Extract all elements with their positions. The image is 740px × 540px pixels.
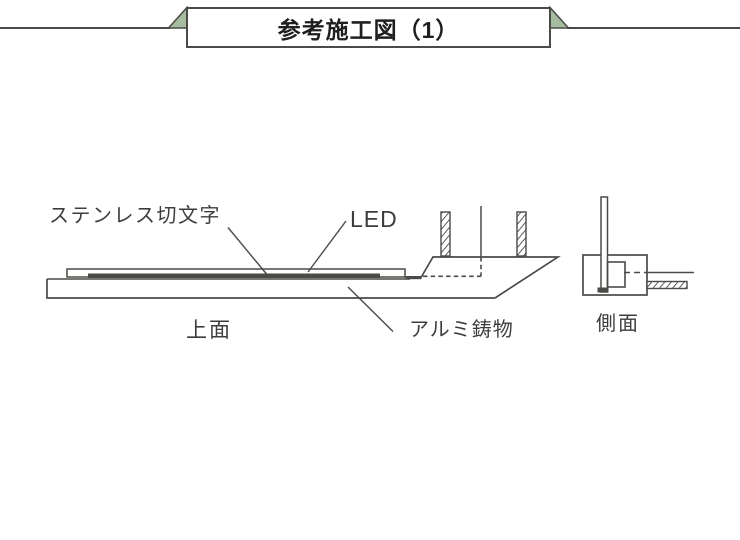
leader-stainless — [227, 227, 268, 275]
caption-top-view: 上面 — [186, 319, 232, 342]
top-view-drawing — [46, 206, 561, 332]
top-view-step-lip — [405, 276, 422, 280]
label-stainless-letters: ステンレス切文字 — [49, 205, 221, 227]
top-view-stud-right — [516, 211, 527, 257]
ribbon-fold-left — [166, 5, 188, 29]
leader-aluminum — [347, 286, 394, 332]
caption-side-view: 側面 — [596, 313, 640, 335]
side-view-anchor-bolt — [646, 280, 688, 290]
ribbon-fold-right — [549, 5, 571, 29]
top-view-wedge-end — [420, 256, 561, 299]
top-view-stud-left — [440, 211, 451, 257]
title-ribbon — [0, 5, 740, 48]
side-view-letter-plate — [600, 196, 609, 293]
top-view-letter-plate — [88, 273, 380, 278]
side-view-boss — [606, 261, 626, 288]
side-view-drawing — [582, 196, 694, 296]
label-led: LED — [350, 206, 398, 232]
leader-led — [307, 220, 347, 273]
side-view-casting — [582, 254, 648, 296]
page-title: 参考施工図（1） — [277, 16, 460, 43]
label-aluminum-casting: アルミ鋳物 — [409, 319, 514, 341]
title-banner-box — [186, 7, 551, 48]
top-view-base-outline — [46, 279, 495, 299]
side-view-plate-foot — [597, 287, 609, 293]
